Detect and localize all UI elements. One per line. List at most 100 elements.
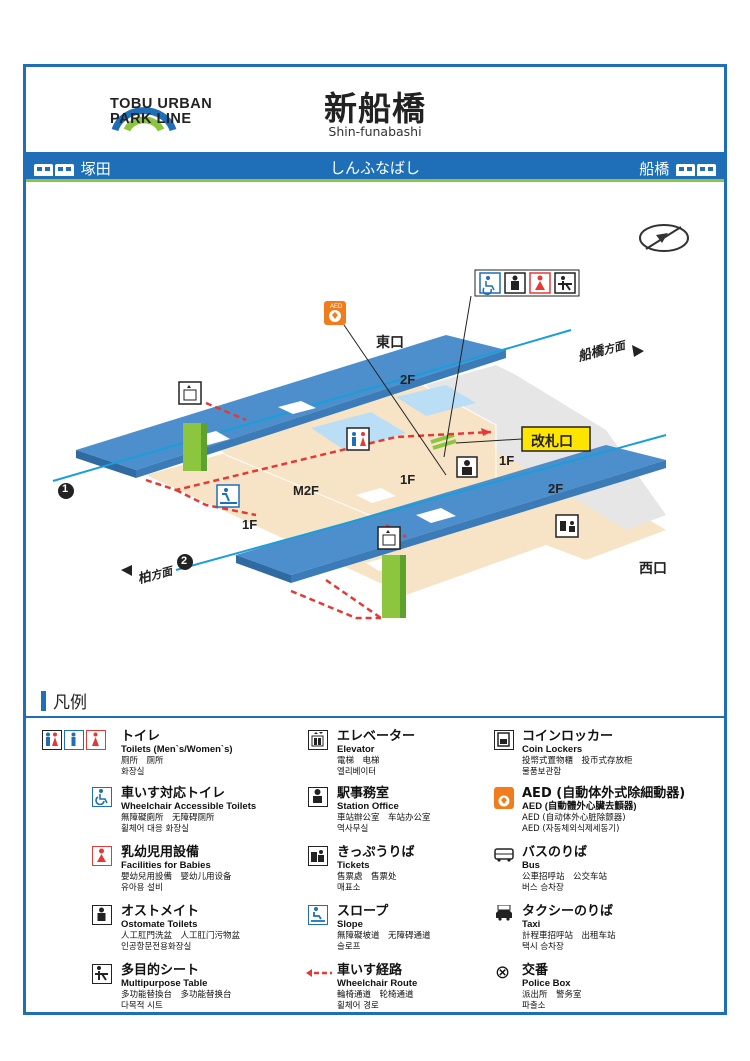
legend-ja-text: タクシーのりば	[522, 904, 614, 919]
toilet-icon	[346, 427, 370, 451]
ticket-gate-callout	[455, 426, 591, 452]
legend-ko-text: 슬로프	[337, 942, 361, 952]
legend-ja-text: 交番	[522, 963, 549, 978]
legend-ko-text: 택시 승차장	[522, 942, 564, 952]
legend-en-text: Elevator	[337, 744, 375, 755]
elevator-icon	[308, 730, 328, 750]
taxi-icon	[494, 905, 516, 925]
legend-title: 凡例	[41, 688, 87, 713]
legend-en-text: Ostomate Toilets	[121, 919, 198, 930]
legend-zh-text: 投幣式置物櫃 投币式存放柜	[522, 756, 633, 766]
tickets-icon	[555, 514, 579, 538]
legend-en-text: Slope	[337, 919, 363, 930]
legend-en-text: Coin Lockers	[522, 744, 583, 755]
legend-ko-text: 매표소	[337, 883, 361, 893]
platform-2-number: 2	[181, 555, 188, 567]
elevator-icon	[178, 381, 202, 405]
legend-zh-text: 售票處 售票处	[337, 872, 397, 882]
station-office-icon	[456, 456, 478, 478]
east-exit-label: 東口	[376, 334, 404, 350]
elevator-shaft-lower	[382, 555, 406, 618]
legend-en-text: Bus	[522, 860, 540, 871]
legend-zh-text: 嬰幼兒用設備 婴幼儿用设备	[121, 872, 232, 882]
legend-ja-text: トイレ	[121, 729, 161, 744]
train-icon	[34, 163, 74, 176]
legend-ja-text: AED (自動体外式除細動器)	[522, 786, 686, 801]
station-name: 新船橋	[324, 89, 426, 128]
arrow-to-funabashi-icon	[632, 345, 644, 357]
legend-ja-text: スロープ	[337, 904, 389, 919]
compass-icon	[639, 224, 689, 252]
legend-ko-text: 휠체어 경로	[337, 1001, 379, 1011]
legend-zh-text: 計程車招呼站 出租车站	[522, 931, 616, 941]
legend-en-text: Wheelchair Route	[337, 978, 418, 989]
legend-en-text: Toilets (Men`s/Women`s)	[121, 744, 233, 755]
legend-ko-text: 버스 승차장	[522, 883, 564, 893]
station-office-icon	[308, 787, 328, 807]
legend-ko-text: 유아용 설비	[121, 883, 163, 893]
next-station: 船橋	[639, 158, 718, 179]
legend-zh-text: 輪椅通道 轮椅通道	[337, 990, 414, 1000]
legend-en-text: Police Box	[522, 978, 571, 989]
floor-label-2f-upper: 2F	[400, 372, 416, 387]
multipurpose-table-icon	[92, 964, 112, 984]
legend-ko-text: 휠체어 대응 화장실	[121, 824, 189, 834]
legend-ja-text: 多目的シート	[121, 963, 200, 978]
coin-locker-icon	[494, 730, 514, 750]
womens-toilet-icon	[86, 730, 106, 750]
legend-ja-text: オストメイト	[121, 904, 200, 919]
legend-zh-text: 無障礙廁所 无障碍厕所	[121, 813, 215, 823]
legend-ko-text: 인공항문전용화장실	[121, 942, 192, 952]
prev-station-label: 塚田	[80, 160, 111, 178]
floor-label-1f-center: 1F	[400, 472, 416, 487]
legend-zh-text: 多功能替換台 多功能替换台	[121, 990, 232, 1000]
wheelchair-icon	[92, 787, 112, 807]
legend-zh-text: 派出所 警务室	[522, 990, 582, 1000]
legend-en-text: Taxi	[522, 919, 541, 930]
legend-ja-text: 車いす対応トイレ	[121, 786, 226, 801]
legend-title-mark	[41, 691, 46, 711]
tobu-urban-park-line-logo	[111, 107, 177, 132]
legend-ko-text: 역사무실	[337, 824, 369, 834]
slope-icon	[216, 484, 240, 508]
legend-ja-text: 乳幼児用設備	[121, 845, 200, 860]
platform-2-badge	[177, 554, 193, 570]
track-upper	[52, 329, 572, 482]
platform-1-badge	[58, 483, 74, 499]
legend-ja-text: エレベーター	[337, 729, 416, 744]
ostomate-icon	[92, 905, 112, 925]
floor-label-2f-lower: 2F	[548, 481, 564, 496]
prev-station: 塚田	[32, 158, 111, 179]
legend-zh-text: 厕所 厕所	[121, 756, 164, 766]
legend-ko-text: 파출소	[522, 1001, 546, 1011]
line-bar	[26, 152, 724, 182]
leader-line	[443, 295, 472, 458]
legend-item-aed: AED (自動体外式除細動器)AED (自動體外心臟去顫器)AED (自动体外心…	[522, 786, 685, 835]
east-facility-icons	[474, 269, 580, 297]
station-romaji: Shin-funabashi	[328, 124, 422, 139]
legend-divider	[26, 716, 724, 718]
legend-zh-text: 公車招呼站 公交车站	[522, 872, 608, 882]
train-icon	[676, 163, 716, 176]
platform-lower	[236, 445, 666, 575]
ticket-gates	[430, 433, 457, 450]
elevator-icon	[377, 526, 401, 550]
wheelchair-route-icon	[306, 969, 332, 977]
legend-zh-text: 無障礙坡道 无障碍通道	[337, 931, 431, 941]
legend-ja-text: 駅事務室	[337, 786, 390, 801]
aed-map-label: AED	[330, 304, 343, 310]
track-lower	[175, 434, 667, 571]
platform-1-number: 1	[62, 483, 69, 495]
legend-en-text: Multipurpose Table	[121, 978, 208, 989]
baby-icon	[92, 846, 112, 866]
